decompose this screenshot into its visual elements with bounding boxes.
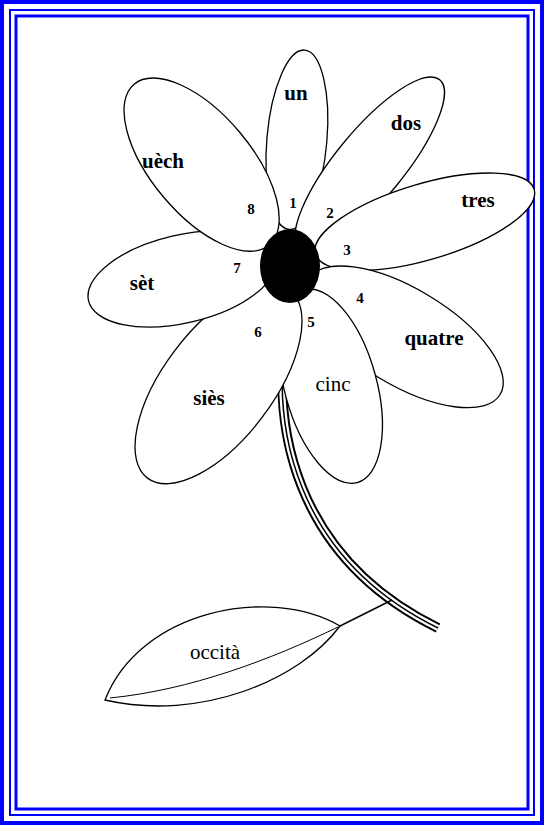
callout-number: 2 xyxy=(326,206,334,221)
leaf-stalk xyxy=(338,600,392,627)
number-word: sèt xyxy=(130,272,155,293)
frame-middle xyxy=(10,10,534,815)
callout-number: 6 xyxy=(254,325,262,340)
number-word: siès xyxy=(193,387,225,408)
petal: tres xyxy=(313,171,537,272)
flower-heart xyxy=(260,229,320,303)
callout-number: 1 xyxy=(289,196,297,211)
callout-number: 7 xyxy=(233,261,241,276)
number-word: tres xyxy=(461,189,494,210)
callout-number: 5 xyxy=(307,315,315,330)
leaf: occità xyxy=(98,580,350,710)
leaf-midrib xyxy=(110,627,338,698)
frame-inner xyxy=(16,16,528,809)
number-word: dos xyxy=(391,112,421,133)
number-word: cinc xyxy=(315,373,350,394)
language-name: occità xyxy=(190,642,240,663)
number-word: uèch xyxy=(142,150,184,171)
number-word: quatre xyxy=(404,327,463,348)
callout-number: 4 xyxy=(356,291,364,306)
callout-number: 3 xyxy=(343,243,351,258)
petal: uèch xyxy=(122,76,281,253)
callout-number: 8 xyxy=(247,202,255,217)
leaf-shape xyxy=(105,607,340,706)
number-word: un xyxy=(284,82,307,103)
leaf-group xyxy=(105,607,340,706)
petal-outline xyxy=(313,171,537,272)
